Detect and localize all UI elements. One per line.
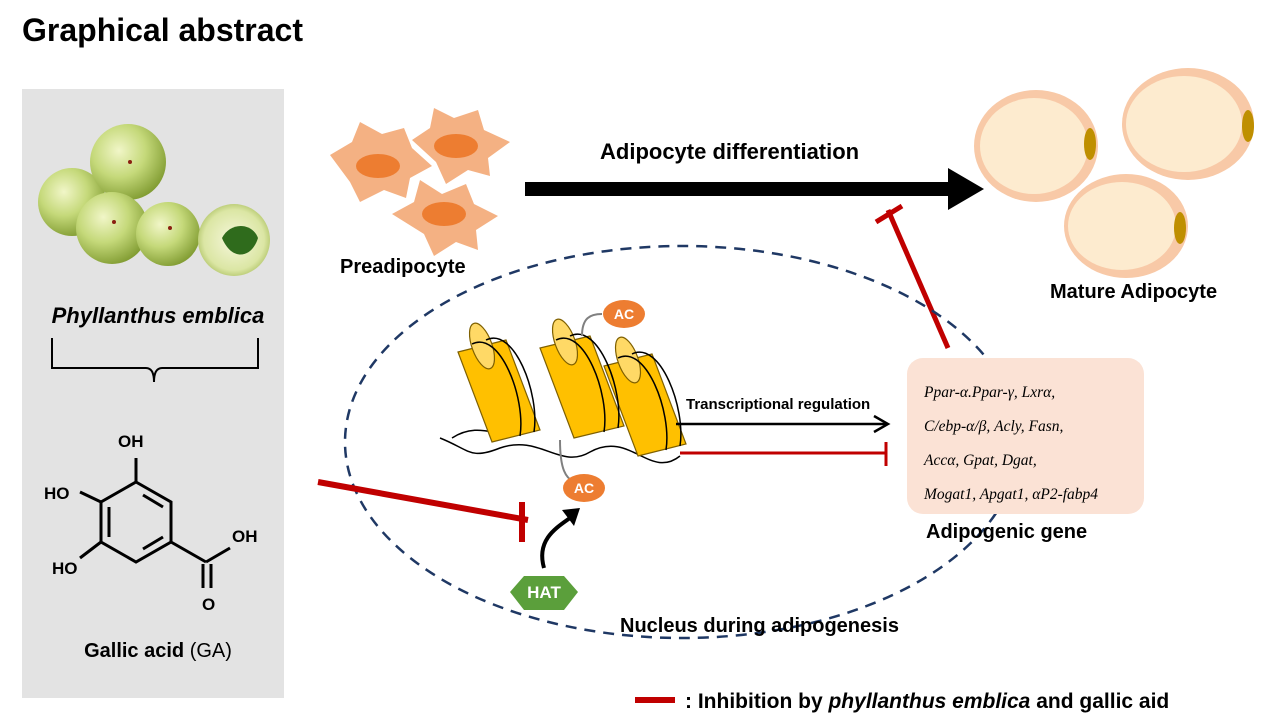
gene-line: Accα, Gpat, Dgat,	[924, 452, 1037, 469]
adipogenic-gene-heading: Adipogenic gene	[926, 521, 1088, 543]
differentiation-label: Adipocyte differentiation	[600, 139, 860, 164]
page-title: Graphical abstract	[22, 12, 303, 48]
differentiation-arrow	[525, 168, 984, 210]
transcription-arrow	[676, 414, 891, 434]
transcription-label: Transcriptional regulation	[686, 396, 871, 413]
gene-line: Ppar-α.Ppar-γ, Lxrα,	[924, 384, 1056, 401]
gallic-acid-structure	[79, 458, 231, 588]
atom-oh-carboxyl: OH	[232, 527, 258, 546]
grouping-brace	[51, 338, 259, 383]
adipogenic-gene-box	[907, 358, 1144, 514]
atom-o-carboxyl: O	[202, 595, 216, 614]
transcription-inhibition-mark	[680, 442, 888, 466]
atom-ho-bottom: HO	[52, 559, 78, 578]
mature-adipocyte-label: Mature Adipocyte	[1050, 281, 1218, 303]
legend: : Inhibition by phyllanthus emblica and …	[635, 690, 1169, 714]
nucleosome-chromatin	[439, 313, 687, 483]
acetyl-tag-top-label: AC	[614, 306, 634, 322]
atom-ho-middle: HO	[44, 484, 70, 503]
legend-inhibition-swatch	[635, 697, 675, 704]
differentiation-inhibition-mark	[874, 203, 951, 349]
hat-acetylation-arrow	[540, 508, 580, 569]
nucleus-label: Nucleus during adipogenesis	[620, 615, 899, 637]
acetyl-tag-bottom: AC	[563, 474, 605, 502]
hat-inhibition-mark	[317, 479, 529, 542]
acetyl-tag-bottom-label: AC	[574, 480, 594, 496]
compound-name: Gallic acid	[84, 640, 185, 662]
preadipocyte-label: Preadipocyte	[340, 256, 466, 278]
preadipocyte-cells	[330, 108, 510, 256]
adipogenic-gene-list: Ppar-α.Ppar-γ, Lxrα, C/ebp-α/β, Acly, Fa…	[924, 376, 1144, 512]
compound-label: Gallic acid (GA)	[22, 640, 294, 663]
mature-adipocyte-cells	[974, 68, 1254, 278]
gene-line: Mogat1, Apgat1, αP2-fabp4	[924, 486, 1099, 503]
amla-fruit-illustration	[38, 124, 270, 276]
hat-label: HAT	[527, 583, 561, 602]
acetyl-tag-top: AC	[603, 300, 645, 328]
atom-oh-top: OH	[118, 432, 144, 451]
legend-suffix: and gallic aid	[1036, 690, 1170, 713]
legend-prefix: : Inhibition by	[685, 690, 823, 713]
species-label: Phyllanthus emblica	[51, 303, 265, 328]
legend-species: phyllanthus emblica	[828, 690, 1031, 713]
gene-line: C/ebp-α/β, Acly, Fasn,	[924, 418, 1064, 435]
compound-abbr: (GA)	[189, 640, 232, 662]
hat-enzyme: HAT	[510, 576, 578, 610]
